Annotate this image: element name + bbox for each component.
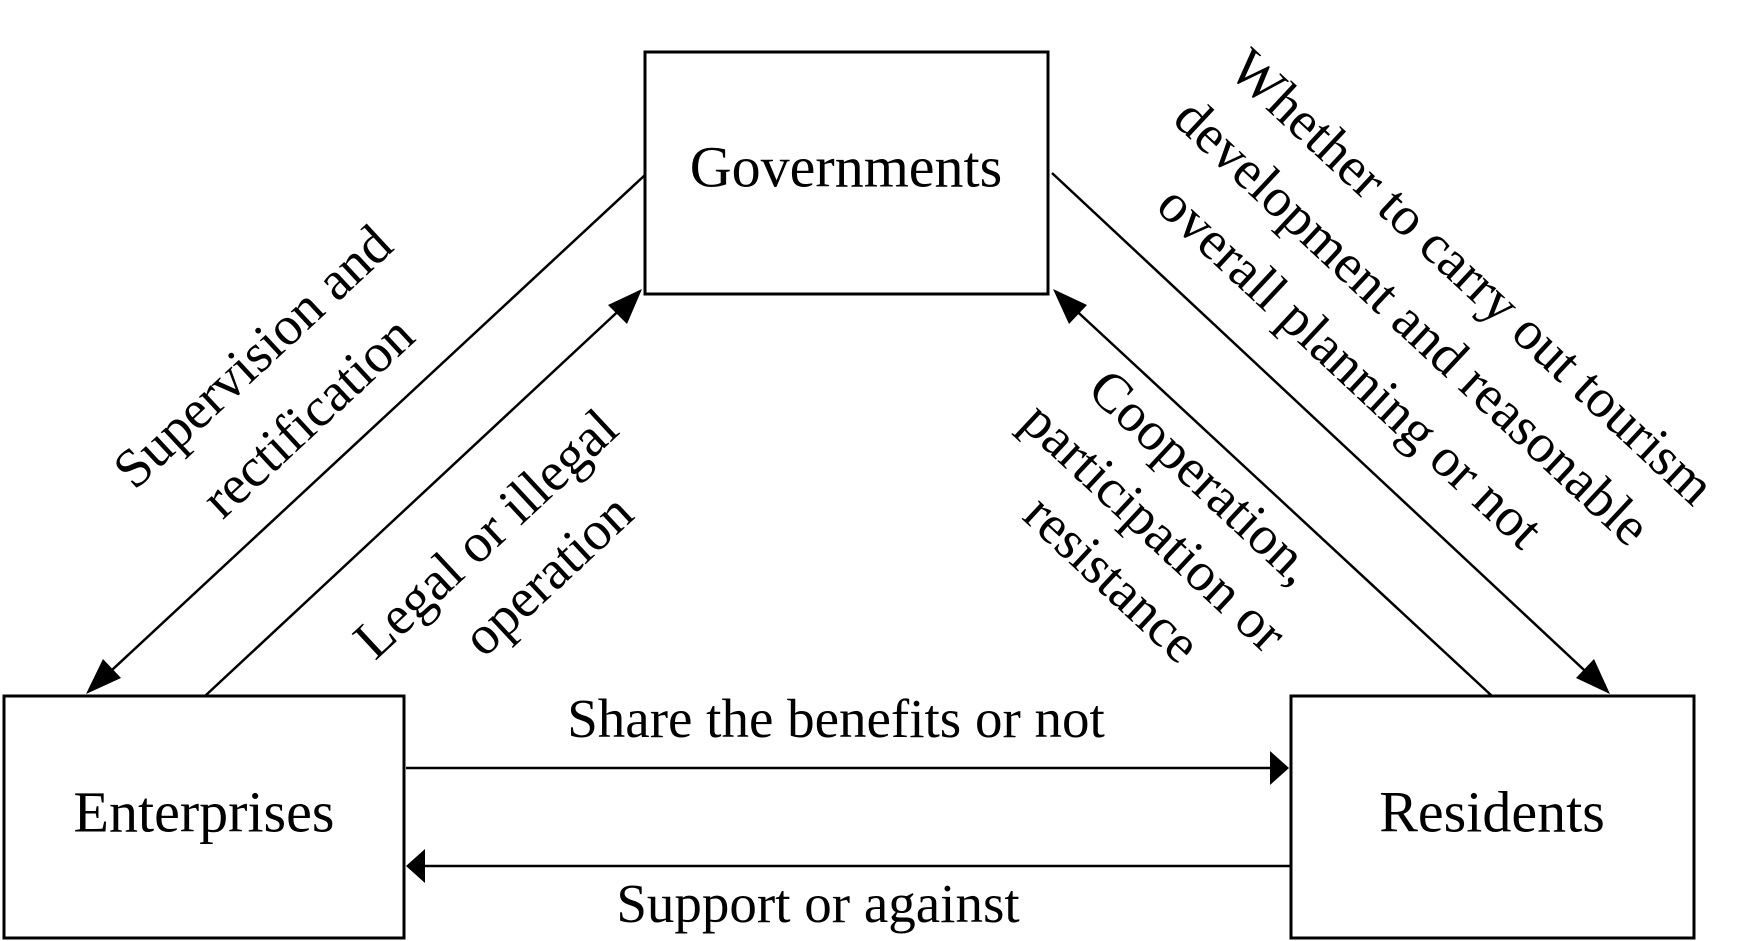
edge-gov-to-ent-line [97, 174, 646, 684]
edge-res-to-ent-arrowhead [406, 849, 425, 883]
edge-res-to-gov-line [1067, 302, 1493, 697]
node-enterprises: Enterprises [2, 694, 406, 940]
node-residents-label: Residents [1379, 779, 1605, 844]
node-enterprises-label: Enterprises [74, 779, 335, 844]
edge-gov-to-res-arrowhead [1576, 659, 1610, 694]
edge-gov-to-res-line [1051, 172, 1599, 684]
node-governments-label: Governments [690, 134, 1003, 199]
edge-res-to-ent-label: Support or against [616, 873, 1019, 934]
node-residents: Residents [1289, 694, 1696, 940]
edge-res-to-gov-arrowhead [1053, 289, 1087, 324]
edge-ent-to-res-label: Share the benefits or not [567, 688, 1105, 749]
node-governments: Governments [643, 50, 1050, 296]
edge-ent-to-res-arrowhead [1270, 751, 1289, 785]
edge-gov-to-ent-arrowhead [86, 659, 121, 694]
edge-ent-to-res: Share the benefits or not [406, 688, 1289, 785]
edge-res-to-ent: Support or against [406, 849, 1291, 934]
edge-ent-to-gov-line [204, 302, 628, 697]
edge-ent-to-gov-arrowhead [608, 289, 642, 324]
